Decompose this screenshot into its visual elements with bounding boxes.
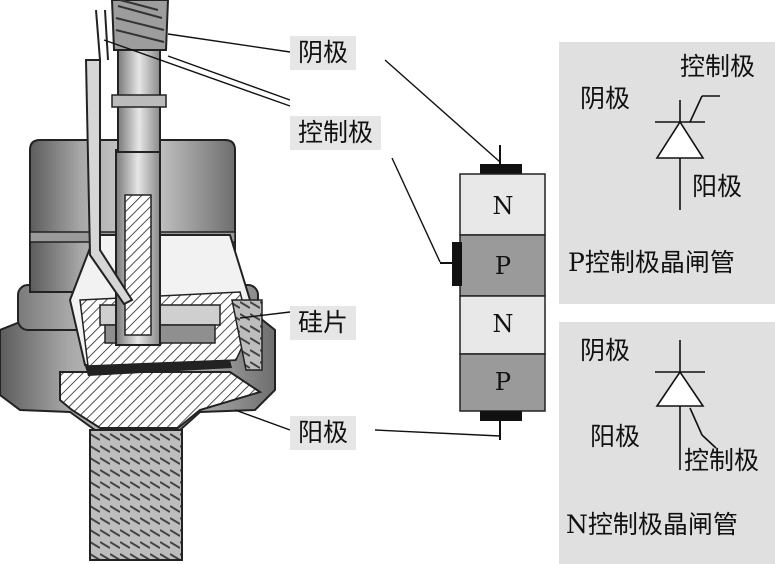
p-panel-caption: P控制极晶闸管 (568, 248, 735, 277)
cathode-label: 阴极 (290, 36, 357, 70)
n-gate-thyristor-symbol (655, 340, 717, 470)
p-panel-anode-label: 阳极 (692, 172, 743, 201)
layer-p1: P (494, 252, 512, 280)
n-gate-panel (559, 322, 775, 564)
n-panel-gate-label: 控制极 (684, 446, 760, 475)
anode-label: 阳极 (290, 416, 357, 450)
pnpn-stack (440, 145, 546, 440)
layer-n2: N (492, 310, 514, 338)
p-panel-gate-label: 控制极 (680, 52, 756, 81)
n-panel-caption: N控制极晶闸管 (566, 510, 738, 539)
p-gate-thyristor-symbol (655, 95, 720, 210)
layer-p2: P (494, 368, 512, 396)
n-panel-anode-label: 阳极 (590, 422, 641, 451)
silicon-wafer-label: 硅片 (290, 306, 357, 340)
n-panel-cathode-label: 阴极 (580, 336, 631, 365)
leader-lines (103, 33, 501, 437)
device-cutaway (0, 0, 276, 561)
p-gate-panel (559, 42, 775, 304)
p-panel-cathode-label: 阴极 (580, 84, 631, 113)
gate-label: 控制极 (290, 116, 382, 150)
layer-n1: N (492, 192, 514, 220)
